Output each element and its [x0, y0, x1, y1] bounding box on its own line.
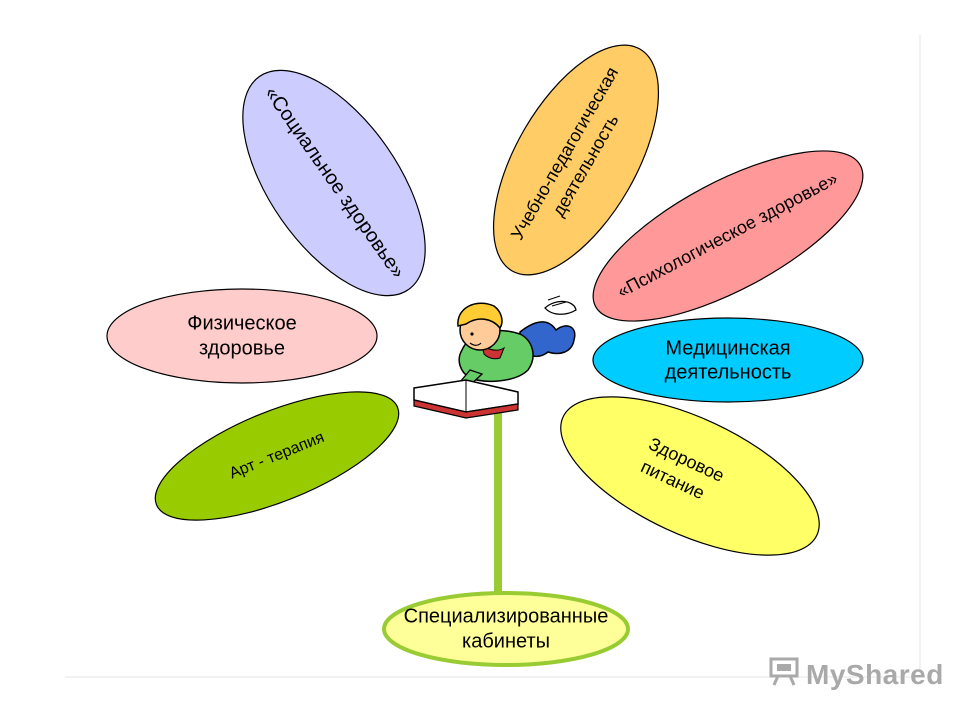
flower-base-shape [382, 591, 630, 667]
boy-eye [470, 332, 474, 336]
flower-stem [494, 408, 502, 608]
petal-social-health: «Социальное здоровье» [242, 69, 426, 297]
petal-healthy-nutrition-shape [560, 396, 820, 556]
petal-art-therapy: Арт - терапия [154, 391, 400, 521]
petal-physical-health-label-1: Физическое [187, 312, 296, 334]
petal-teaching-activity-shape [492, 44, 660, 276]
petal-physical-health-label-2: здоровье [199, 337, 285, 359]
watermark-text: MyShared [806, 658, 944, 690]
petal-social-health-shape [242, 69, 426, 297]
motion-marks [547, 295, 567, 307]
boy-mouth [469, 342, 482, 346]
petal-psych-health-shape [592, 150, 864, 322]
flower-base: Специализированные кабинеты [382, 591, 630, 667]
petal-physical-health-shape [106, 288, 378, 384]
petal-art-therapy-shape [154, 391, 400, 521]
watermark: MyShared [768, 656, 944, 693]
petal-medical-activity: Медицинская деятельность [592, 317, 864, 403]
boy-legs [519, 321, 576, 358]
petal-medical-activity-shape [592, 317, 864, 403]
reading-boy-clipart [413, 295, 577, 419]
boy-shoes [544, 300, 577, 315]
petal-healthy-nutrition: Здоровое питание [560, 396, 820, 556]
boy-hair [457, 302, 503, 330]
presentation-board-icon [768, 656, 800, 693]
petal-physical-health: Физическое здоровье [106, 288, 378, 384]
petal-medical-activity-label-2: деятельность [665, 361, 792, 383]
flower-base-label-1: Специализированные [404, 605, 609, 627]
petal-medical-activity-label-1: Медицинская [665, 337, 790, 359]
flower-base-label-2: кабинеты [462, 630, 550, 652]
